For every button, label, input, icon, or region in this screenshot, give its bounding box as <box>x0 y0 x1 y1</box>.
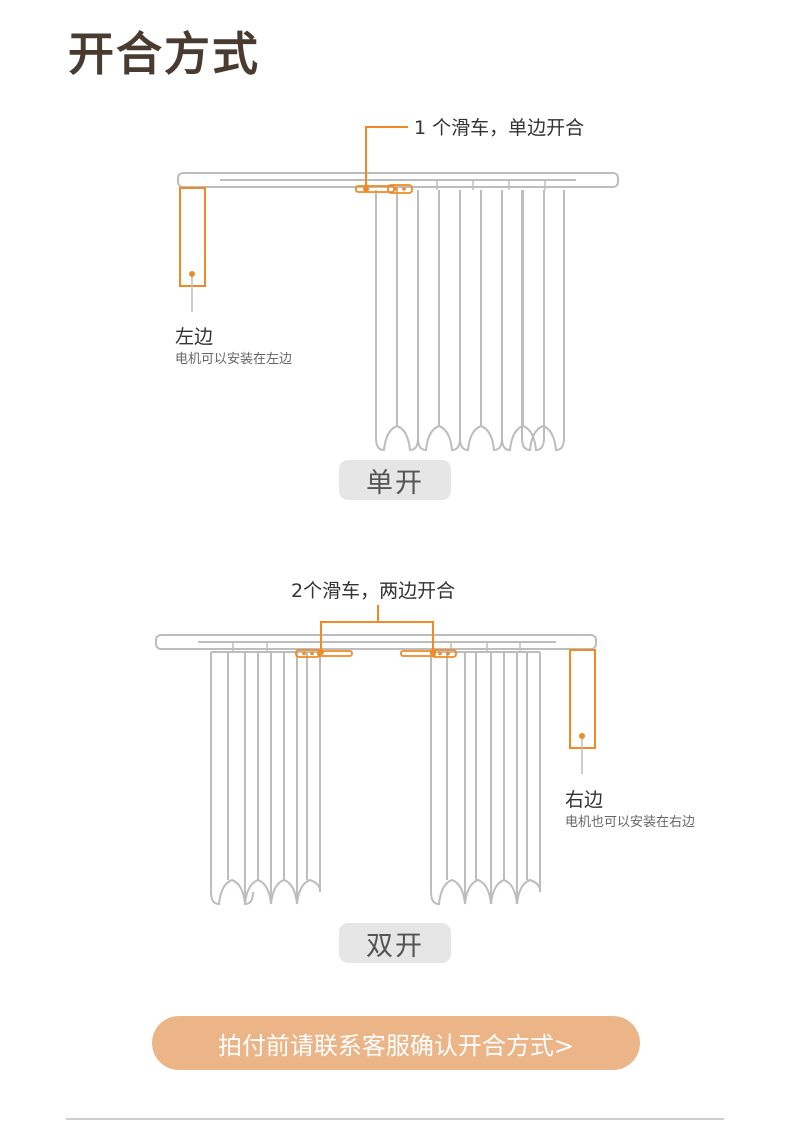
single-track-diagram <box>177 126 619 451</box>
single-pulley <box>355 184 413 194</box>
double-hooks <box>232 643 521 652</box>
single-pulley-label: 1 个滑车，单边开合 <box>414 117 585 139</box>
double-mode-badge: 双开 <box>339 923 451 963</box>
single-track-rail <box>177 172 619 188</box>
double-track-rail <box>155 634 597 650</box>
single-mode-badge: 单开 <box>339 460 451 500</box>
footer-divider <box>66 1118 724 1120</box>
double-side-note: 电机也可以安装在右边 <box>565 815 696 830</box>
page-title: 开合方式 <box>68 27 260 81</box>
double-pulley-label: 2个滑车，两边开合 <box>291 580 456 602</box>
contact-service-button[interactable]: 拍付前请联系客服确认开合方式> <box>152 1016 640 1070</box>
double-motor <box>569 649 596 749</box>
single-curtain <box>375 189 565 451</box>
single-callout-line <box>365 126 408 189</box>
double-curtain-left <box>210 651 322 906</box>
double-curtain-right <box>430 651 542 906</box>
double-pulley-left <box>295 649 353 658</box>
single-side-label: 左边 <box>175 326 214 348</box>
double-track-diagram <box>155 605 597 906</box>
double-callout-line <box>320 621 434 652</box>
single-side-note: 电机可以安装在左边 <box>175 352 293 367</box>
double-side-label: 右边 <box>565 789 604 811</box>
single-hooks <box>436 181 546 190</box>
